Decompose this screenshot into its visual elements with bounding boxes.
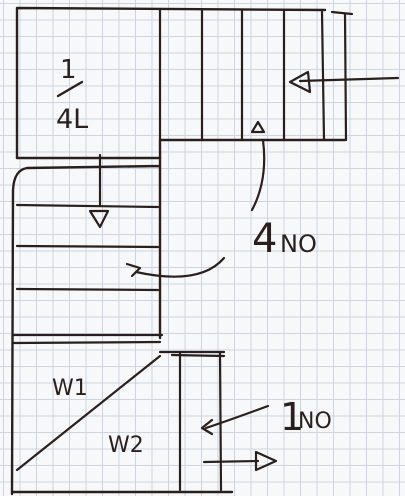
quarter-landing-label: 1 4L xyxy=(56,55,88,135)
lower-tread-line xyxy=(15,203,160,209)
winder-top-edge xyxy=(11,340,162,345)
upper-tread-tick xyxy=(330,10,354,16)
down-arrowhead-icon xyxy=(88,209,110,229)
lower-flight xyxy=(10,153,164,496)
winder-section: W1 W2 xyxy=(11,340,234,494)
single-step-number: 1 xyxy=(280,395,304,439)
tread-count-unit: NO xyxy=(280,230,317,258)
winder-diagonal xyxy=(15,354,162,472)
fraction-slash xyxy=(56,80,84,98)
direction-arrow-line xyxy=(298,76,400,83)
upper-tread-line xyxy=(320,10,326,142)
leader-pointer-upper-icon xyxy=(250,120,266,134)
upper-tread-line xyxy=(343,12,348,142)
fraction-denominator: 4L xyxy=(56,104,88,135)
winder-two-label: W2 xyxy=(108,433,144,458)
winder-step-top xyxy=(170,353,226,358)
leader-line-lower xyxy=(134,256,226,278)
leader-line-single xyxy=(204,404,270,430)
leader-pointer-single-icon xyxy=(200,418,214,436)
direction-arrowhead-icon xyxy=(288,70,312,94)
leader-line-upper xyxy=(250,138,266,212)
single-step-unit: NO xyxy=(298,409,332,434)
lower-flight-outline xyxy=(10,156,162,496)
winder-one-label: W1 xyxy=(52,376,88,401)
exit-arrow-line xyxy=(202,459,260,464)
single-step-annotation: 1 NO xyxy=(200,395,332,472)
leader-pointer-lower-icon xyxy=(125,262,142,278)
tread-count-annotation: 4 NO xyxy=(125,120,317,278)
lower-tread-line xyxy=(15,287,160,292)
lower-tread-line xyxy=(15,244,160,249)
fraction-numerator: 1 xyxy=(60,55,77,85)
tread-count-number: 4 xyxy=(252,216,277,262)
upper-flight xyxy=(15,6,400,160)
exit-arrowhead-icon xyxy=(254,450,278,472)
winder-step-line xyxy=(218,350,223,492)
